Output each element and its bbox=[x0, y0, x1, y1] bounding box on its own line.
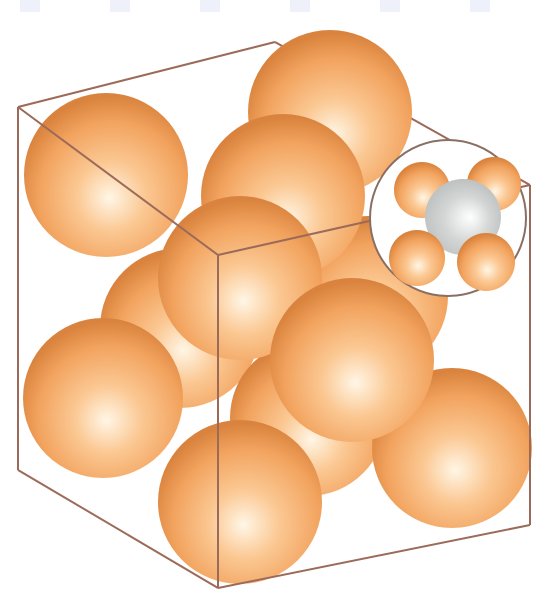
atom-spheres bbox=[23, 30, 532, 584]
coordination-inset bbox=[370, 140, 526, 296]
inset-ligand-atom bbox=[457, 233, 515, 291]
inset-ligand-atom bbox=[389, 230, 445, 286]
atom-sphere bbox=[23, 318, 183, 478]
atom-sphere bbox=[270, 278, 434, 442]
atom-sphere bbox=[158, 420, 322, 584]
atom-sphere bbox=[24, 93, 188, 257]
